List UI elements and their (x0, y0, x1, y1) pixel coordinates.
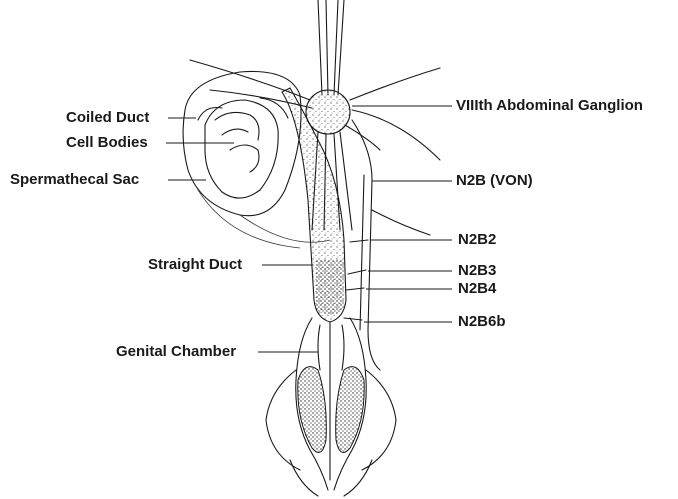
label-n2b-von: N2B (VON) (456, 172, 533, 190)
label-n2b4: N2B4 (458, 280, 496, 298)
label-n2b3: N2B3 (458, 262, 496, 280)
label-genital-chamber: Genital Chamber (116, 343, 236, 361)
label-spermathecal-sac: Spermathecal Sac (10, 171, 139, 189)
label-coiled-duct: Coiled Duct (66, 109, 149, 127)
label-cell-bodies: Cell Bodies (66, 134, 148, 152)
genital-chamber (266, 318, 396, 496)
label-ganglion: VIIIth Abdominal Ganglion (456, 97, 643, 115)
label-n2b2: N2B2 (458, 231, 496, 249)
label-n2b6b: N2B6b (458, 313, 506, 331)
label-straight-duct: Straight Duct (148, 256, 242, 274)
